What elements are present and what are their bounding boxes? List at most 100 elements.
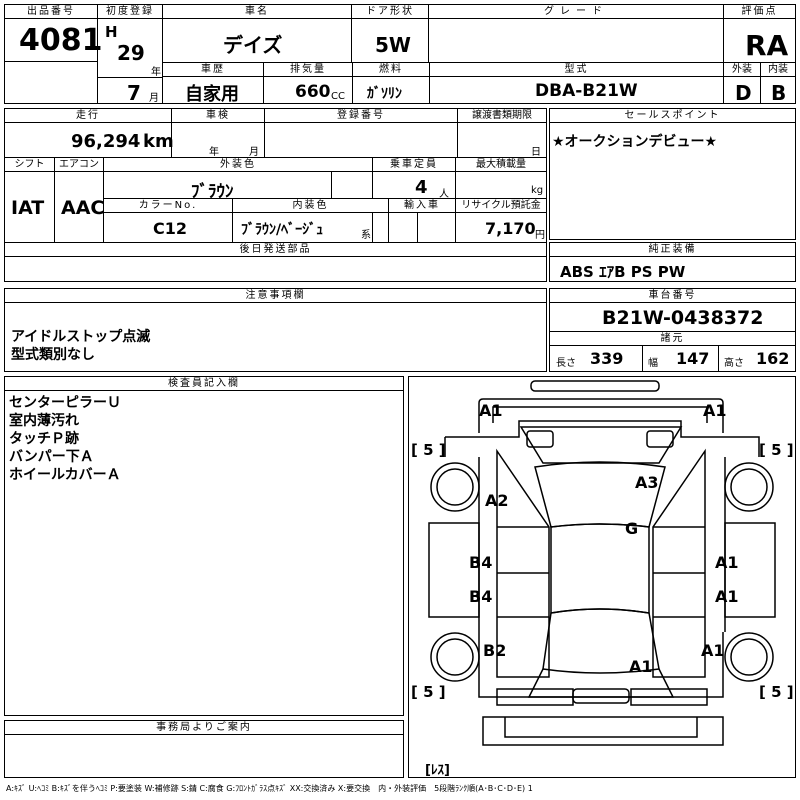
damage-mark: A1 (715, 587, 739, 606)
int-color-label: 内装色 (233, 199, 388, 213)
shift-label: シフト (5, 158, 54, 172)
caution-section: 注意事項欄 アイドルストップ点滅 型式類別なし (4, 288, 547, 372)
damage-mark: A1 (629, 657, 653, 676)
recycle-label: リサイクル預託金 (456, 199, 546, 213)
inspector-label: 検査員記入欄 (5, 377, 403, 391)
spare-tyre: [ﾚｽ] (425, 763, 450, 778)
fuel: ｶﾞｿﾘﾝ (367, 86, 402, 102)
office-label: 事務局よりご案内 (5, 721, 403, 735)
caution-label: 注意事項欄 (5, 289, 546, 303)
width-label: 幅 (648, 358, 658, 369)
inspector-section: 検査員記入欄 センターピラーＵ 室内薄汚れ タッチＰ跡 バンパー下Ａ ホイールカ… (4, 376, 404, 716)
car-outline (428, 380, 776, 746)
caution-line: アイドルストップ点滅 (11, 329, 151, 345)
door-type: 5W (375, 33, 411, 57)
header-section: 出品番号 4081 初度登録 H 29 年 7 月 車名 デイズ ドア形状 5W… (4, 4, 796, 105)
sales-point-label: セールスポイント (550, 109, 795, 123)
inspection-label: 車検 (172, 109, 264, 123)
inspector-note: センターピラーＵ (9, 395, 121, 411)
color-no: C12 (153, 219, 188, 238)
chassis-label: 車台番号 (550, 289, 795, 303)
reg-month-unit: 月 (149, 93, 159, 104)
color-no-label: カラーNo. (104, 199, 232, 213)
height-value: 162 (756, 349, 790, 368)
capacity: 4 (415, 177, 428, 198)
tyre-tread: [ 5 ] (759, 683, 794, 701)
width-value: 147 (676, 349, 710, 368)
ext-color-label: 外装色 (104, 158, 372, 172)
lot-number: 4081 (19, 23, 103, 58)
shift: IAT (11, 197, 45, 219)
recycle-fee: 7,170 (485, 219, 536, 238)
equipment-section: 純正装備 ABS ｴｱB PS PW (549, 242, 796, 282)
legend: A:ｷｽﾞ U:ﾍｺﾐ B:ｷｽﾞを伴うﾍｺﾐ P:要塗装 W:補修跡 S:錆 … (6, 784, 533, 793)
grade-label: グレード (429, 5, 723, 19)
dims-label: 諸元 (550, 332, 795, 346)
first-reg-label: 初度登録 (98, 5, 162, 19)
transfer-label: 譲渡書類期限 (458, 109, 546, 123)
mileage-label: 走行 (5, 109, 171, 123)
aircon: AAC (61, 197, 105, 219)
sales-point: ★オークションデビュー★ (552, 134, 718, 150)
equipment: ABS ｴｱB PS PW (560, 263, 686, 281)
lot-label: 出品番号 (5, 5, 97, 19)
transfer-day-unit: 日 (531, 147, 541, 158)
model-code: DBA-B21W (535, 81, 638, 101)
length-value: 339 (590, 349, 624, 368)
displacement-unit: CC (331, 91, 345, 102)
chassis-section: 車台番号 B21W-0438372 諸元 長さ 339 幅 147 高さ 162 (549, 288, 796, 372)
reg-month: 7 (127, 81, 141, 105)
model-label: 型式 (430, 63, 723, 77)
later-parts-label: 後日発送部品 (5, 243, 546, 257)
damage-mark: A1 (479, 401, 503, 420)
inspector-note: 室内薄汚れ (9, 413, 79, 429)
max-load-label: 最大積載量 (456, 158, 546, 172)
damage-mark: A1 (715, 553, 739, 572)
sales-point-section: セールスポイント ★オークションデビュー★ (549, 108, 796, 240)
capacity-unit: 人 (439, 189, 449, 200)
reg-no-label: 登録番号 (265, 109, 457, 123)
length-label: 長さ (556, 358, 576, 369)
mileage: 96,294 (71, 131, 141, 152)
equipment-label: 純正装備 (550, 243, 795, 257)
inspector-note: バンパー下Ａ (9, 449, 94, 465)
era: H (105, 23, 118, 41)
damage-mark: A1 (703, 401, 727, 420)
damage-mark: A3 (635, 473, 659, 492)
damage-mark: G (625, 519, 639, 538)
import-label: 輸入車 (389, 199, 455, 213)
int-color: ﾌﾞﾗｳﾝ/ﾍﾞｰｼﾞｭ (241, 222, 324, 238)
max-load-unit: kg (531, 185, 544, 196)
damage-mark: B2 (483, 641, 507, 660)
fuel-label: 燃料 (353, 63, 429, 77)
reg-year: 29 (117, 41, 145, 65)
height-label: 高さ (724, 358, 744, 369)
interior-label: 内装 (761, 63, 795, 77)
tyre-tread: [ 5 ] (411, 683, 446, 701)
int-color-unit: 系 (361, 230, 371, 241)
damage-diagram: A1 A1 A2 A3 G B4 A1 B4 A1 B2 A1 A1 [ 5 ]… (408, 376, 796, 778)
vehicle-info-section: 走行 96,294 km 車検 年 月 登録番号 譲渡書類期限 日 シフト IA… (4, 108, 547, 282)
aircon-label: エアコン (55, 158, 103, 172)
damage-mark: A2 (485, 491, 509, 510)
ext-color: ﾌﾞﾗｳﾝ (191, 182, 234, 202)
caution-line: 型式類別なし (11, 347, 95, 363)
interior-grade: B (771, 81, 787, 105)
mileage-unit: km (143, 131, 174, 152)
displacement: 660 (295, 82, 331, 102)
history-label: 車歴 (163, 63, 263, 77)
chassis-number: B21W-0438372 (602, 307, 764, 329)
office-section: 事務局よりご案内 (4, 720, 404, 778)
door-label: ドア形状 (352, 5, 428, 19)
car-name-label: 車名 (163, 5, 351, 19)
inspector-note: タッチＰ跡 (9, 431, 79, 447)
tyre-tread: [ 5 ] (759, 441, 794, 459)
car-name: デイズ (223, 33, 283, 57)
inspection-year-unit: 年 (209, 147, 219, 158)
reg-year-unit: 年 (151, 67, 161, 78)
damage-mark: B4 (469, 553, 493, 572)
tyre-tread: [ 5 ] (411, 441, 446, 459)
recycle-unit: 円 (535, 230, 545, 241)
inspector-note: ホイールカバーＡ (9, 467, 121, 483)
exterior-label: 外装 (724, 63, 760, 77)
